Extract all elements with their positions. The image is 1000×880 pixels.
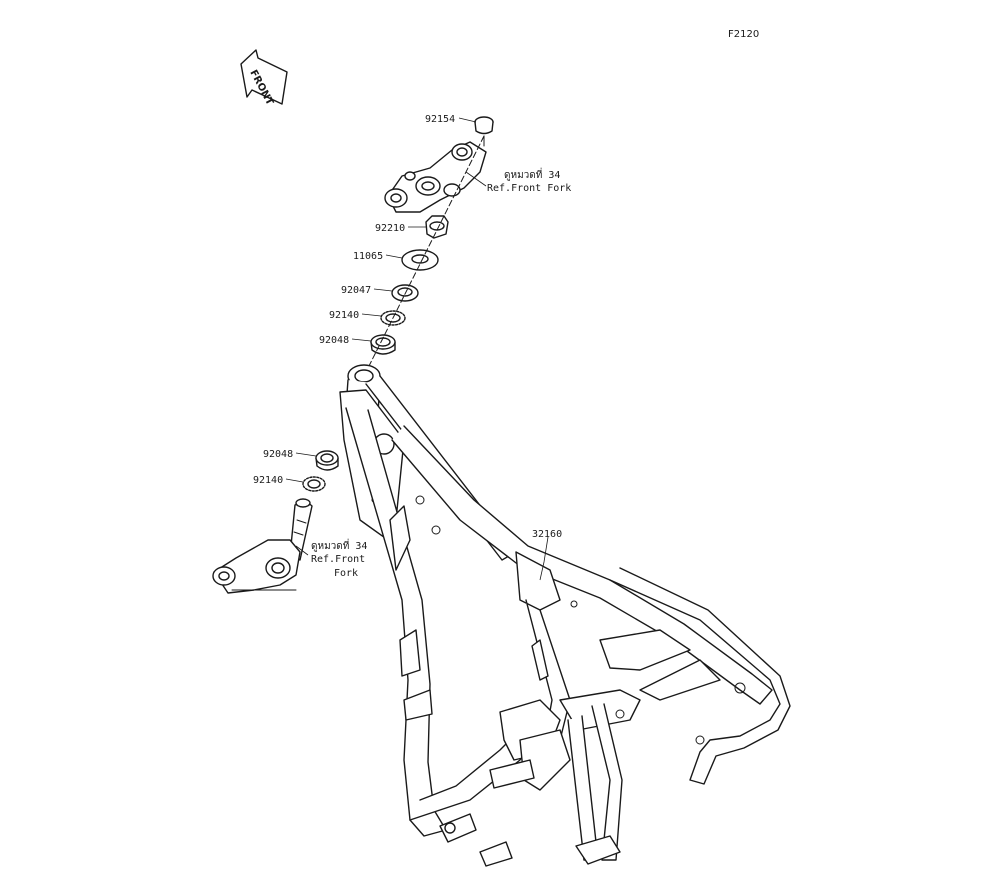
- part-92154-nut[interactable]: [474, 116, 494, 147]
- leader-92140-lower: [285, 478, 304, 483]
- leader-lower-ref: [295, 545, 309, 556]
- part-label[interactable]: 92047: [341, 285, 371, 296]
- part-label[interactable]: 92140: [329, 310, 359, 321]
- part-label[interactable]: 92210: [375, 223, 405, 234]
- upper-triple-clamp[interactable]: [384, 141, 487, 213]
- upper-reference-note[interactable]: Ref.Front Fork: [487, 183, 571, 194]
- assembly-axis: [365, 135, 485, 373]
- diagram-code: F2120: [728, 29, 759, 40]
- leader-92048-lower: [295, 452, 317, 457]
- leader-92154: [458, 117, 477, 123]
- part-label[interactable]: 92048: [263, 449, 293, 460]
- part-label[interactable]: 32160: [532, 529, 562, 540]
- lower-triple-clamp-stem[interactable]: [212, 498, 313, 594]
- leader-upper-ref: [465, 171, 487, 187]
- lower-reference-note-thai: ดูหมวดที่ 34: [311, 538, 367, 552]
- front-arrow-icon: FRONT: [240, 49, 288, 107]
- leader-11065: [385, 254, 403, 259]
- frame-32160[interactable]: [339, 364, 791, 867]
- part-label[interactable]: 92140: [253, 475, 283, 486]
- upper-reference-note-thai: ดูหมวดที่ 34: [504, 167, 560, 181]
- part-92048-race-upper[interactable]: [370, 334, 396, 355]
- leader-92047: [373, 288, 393, 292]
- part-label[interactable]: 92048: [319, 335, 349, 346]
- part-92210-nut[interactable]: [425, 215, 449, 239]
- part-92048-race-lower[interactable]: [315, 450, 339, 471]
- leader-92140-upper: [361, 313, 382, 317]
- part-92140-bearing-lower[interactable]: [302, 476, 326, 492]
- lower-reference-note[interactable]: Ref.Front: [311, 554, 365, 565]
- part-11065-washer[interactable]: [401, 249, 439, 271]
- part-label[interactable]: 11065: [353, 251, 383, 262]
- part-label[interactable]: 92154: [425, 114, 455, 125]
- lower-reference-note-cont[interactable]: Fork: [334, 568, 358, 579]
- leader-92048-upper: [351, 338, 372, 342]
- leader-32160: [539, 536, 549, 581]
